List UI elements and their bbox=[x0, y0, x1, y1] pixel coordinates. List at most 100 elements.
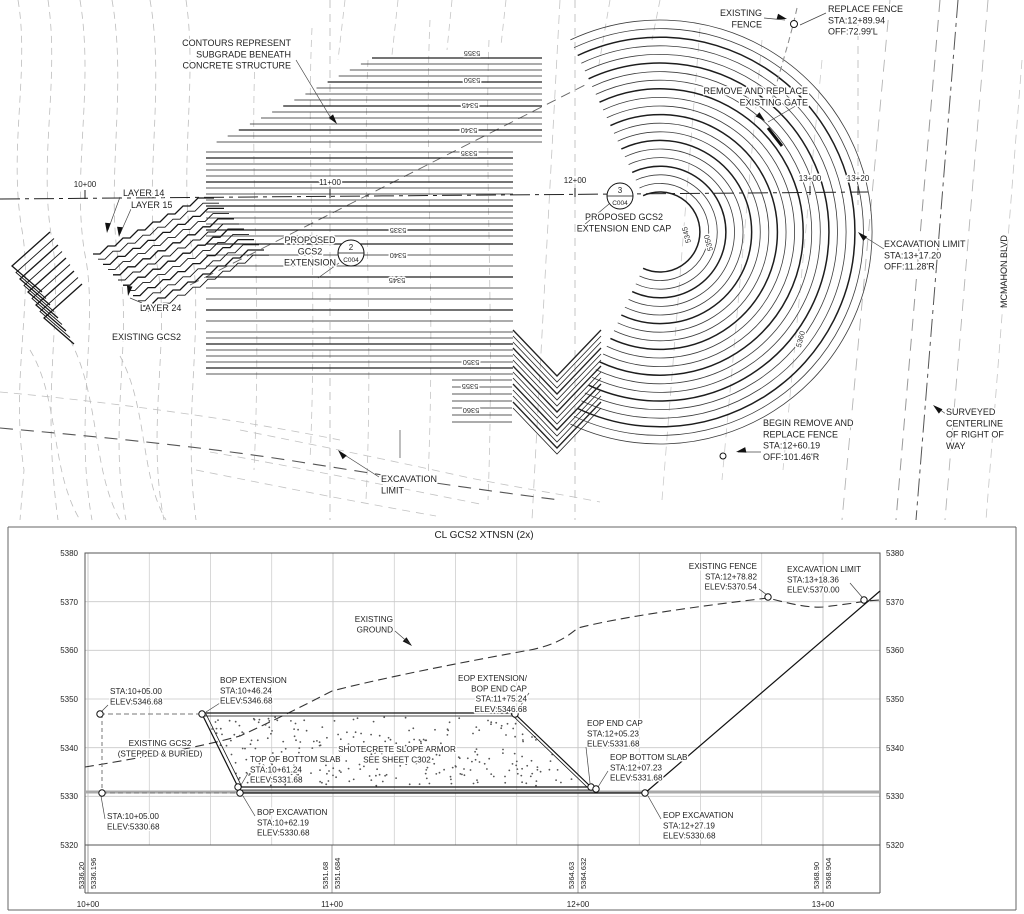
callout-sheet: C004 bbox=[612, 200, 628, 207]
contour-elevation-labels: 5355 5350 5345 5340 5335 5335 5340 5345 … bbox=[387, 48, 808, 417]
contour-label: 5345 bbox=[680, 226, 693, 244]
datum-value: 5351.684 bbox=[333, 858, 342, 889]
station-label: 10+00 bbox=[74, 180, 97, 189]
datum-value: 5364.63 bbox=[567, 862, 576, 889]
layer14-label: LAYER 14 bbox=[123, 188, 164, 198]
profile-panel-border bbox=[7, 526, 1017, 911]
station-label: 12+00 bbox=[564, 176, 587, 185]
elev-tick: 5370 bbox=[886, 598, 904, 607]
design-lines bbox=[201, 590, 881, 794]
layer24-label: LAYER 24 bbox=[140, 303, 181, 313]
station-label: 13+00 bbox=[799, 174, 822, 183]
alignment-centerline bbox=[0, 186, 869, 200]
elevation-axis-labels: 5380 5370 5360 5350 5340 5330 5320 5380 … bbox=[60, 549, 904, 850]
end-cap-contour-arcs bbox=[570, 19, 873, 445]
callout-number: 2 bbox=[349, 243, 354, 252]
leader-arrowheads bbox=[105, 13, 943, 646]
extension-contour-lines bbox=[206, 57, 542, 423]
contour-label: 5360 bbox=[463, 406, 480, 415]
contour-label: 5350 bbox=[464, 76, 481, 85]
datum-value: 5364.632 bbox=[579, 858, 588, 889]
plan-station-labels: 10+00 11+00 12+00 13+00 13+20 bbox=[72, 173, 871, 191]
datum-value: 5368.90 bbox=[812, 862, 821, 889]
begin-fence-marker bbox=[719, 452, 727, 460]
contour-label: 5340 bbox=[390, 251, 407, 260]
elev-tick: 5330 bbox=[886, 792, 904, 801]
sta-tick: 13+00 bbox=[812, 900, 835, 909]
datum-value: 5336.20 bbox=[77, 862, 86, 889]
hidden-structure-lines bbox=[100, 713, 240, 794]
transition-chevrons bbox=[512, 329, 602, 455]
datum-value: 5336.196 bbox=[89, 858, 98, 889]
sta-tick: 12+00 bbox=[567, 900, 590, 909]
fence-point-marker bbox=[790, 20, 798, 28]
contour-label: 5350 bbox=[702, 234, 715, 252]
elev-tick: 5320 bbox=[60, 841, 78, 850]
callout-number: 3 bbox=[618, 186, 623, 195]
elev-tick: 5370 bbox=[60, 598, 78, 607]
sta-tick: 11+00 bbox=[321, 900, 343, 909]
contour-label: 5340 bbox=[461, 126, 478, 135]
elev-tick: 5330 bbox=[60, 792, 78, 801]
callout-sheet: C004 bbox=[343, 257, 359, 264]
datum-value: 5351.68 bbox=[321, 862, 330, 889]
elev-tick: 5340 bbox=[60, 744, 78, 753]
elev-tick: 5380 bbox=[60, 549, 78, 558]
datum-value: 5368.904 bbox=[824, 858, 833, 889]
elev-tick: 5360 bbox=[60, 646, 78, 655]
mcmahon-blvd-label: MCMAHON BLVD bbox=[999, 235, 1009, 308]
fence-symbols bbox=[719, 7, 798, 460]
layer15-label: LAYER 15 bbox=[131, 200, 172, 210]
sta-tick: 10+00 bbox=[77, 900, 100, 909]
contour-label: 5345 bbox=[462, 101, 479, 110]
contour-label: 5335 bbox=[461, 149, 478, 158]
contour-label: 5345 bbox=[389, 276, 406, 285]
elev-tick: 5350 bbox=[60, 695, 78, 704]
profile-title: CL GCS2 XTNSN (2x) bbox=[434, 530, 533, 541]
detail-callout-3: 3 C004 bbox=[606, 182, 634, 210]
profile-leaders bbox=[100, 582, 863, 820]
existing-gcs2-steps bbox=[11, 197, 269, 345]
existing-contour-lines bbox=[0, 0, 1023, 521]
elev-tick: 5320 bbox=[886, 841, 904, 850]
station-label: 11+00 bbox=[319, 178, 341, 187]
profile-grid bbox=[85, 552, 880, 893]
elev-tick: 5380 bbox=[886, 549, 904, 558]
contour-label: 5335 bbox=[390, 226, 407, 235]
detail-callout-2: 2 C004 bbox=[337, 239, 365, 267]
contour-label: 5350 bbox=[463, 358, 480, 367]
elev-tick: 5360 bbox=[886, 646, 904, 655]
elev-tick: 5340 bbox=[886, 744, 904, 753]
profile-point-markers bbox=[96, 593, 868, 797]
datum-values: 5336.20 5336.196 5351.68 5351.684 5364.6… bbox=[77, 858, 833, 889]
profile-view: CL GCS2 XTNSN (2x) bbox=[7, 526, 1017, 911]
shotcrete-stipple bbox=[211, 716, 573, 787]
plot-border bbox=[84, 552, 881, 846]
contour-label: 5355 bbox=[462, 382, 479, 391]
